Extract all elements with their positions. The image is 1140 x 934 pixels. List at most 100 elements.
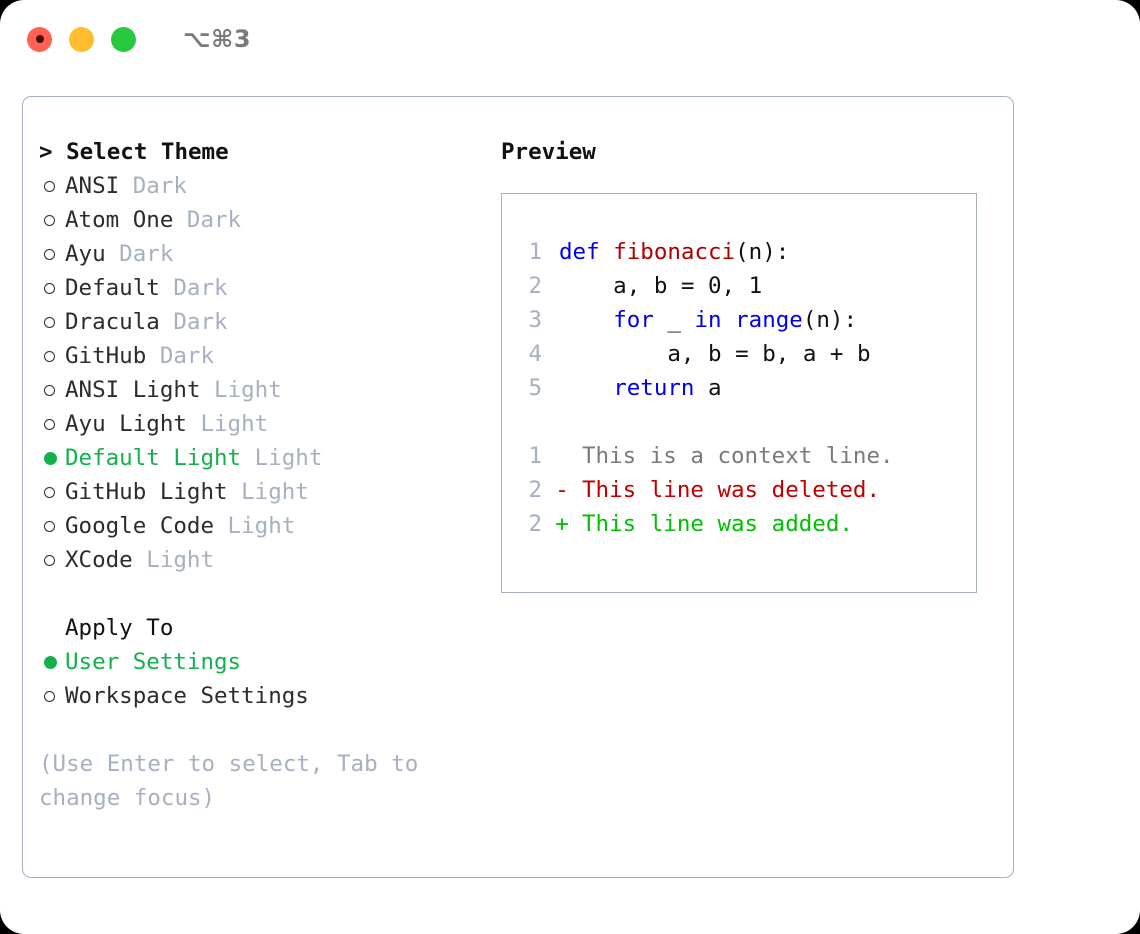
theme-item-label: GitHub xyxy=(65,343,147,369)
code-token: a, b = b, a + b xyxy=(559,341,871,367)
radio-dot xyxy=(44,316,55,328)
theme-item-label: XCode xyxy=(65,547,133,573)
theme-list-item[interactable]: Ayu Dark xyxy=(39,237,479,271)
theme-item-variant-tag: Light xyxy=(132,547,215,573)
theme-item-variant-tag: Light xyxy=(214,513,296,539)
apply-to-header-label: Apply To xyxy=(65,615,174,641)
apply-to-item[interactable]: User Settings xyxy=(39,645,479,679)
theme-list-item[interactable]: Ayu Light Light xyxy=(39,407,479,441)
theme-list-item[interactable]: Default Light Light xyxy=(39,441,479,475)
diff-marker xyxy=(542,443,582,469)
code-line-number: 2 xyxy=(528,273,542,299)
theme-item-label: Default xyxy=(65,275,160,301)
theme-list-item[interactable]: ANSI Dark xyxy=(39,169,479,203)
theme-item-label: Dracula xyxy=(65,309,160,335)
theme-item-label: Atom One xyxy=(65,207,174,233)
radio-unselected-icon[interactable] xyxy=(39,690,65,702)
code-token xyxy=(559,375,613,401)
radio-unselected-icon[interactable] xyxy=(39,248,65,260)
theme-item-variant-tag: Dark xyxy=(173,207,242,233)
code-token: def xyxy=(559,239,614,265)
radio-unselected-icon[interactable] xyxy=(39,520,65,532)
preview-label: Preview xyxy=(501,139,596,165)
theme-item-label: Default Light xyxy=(65,445,242,471)
code-line-text: a, b = 0, 1 xyxy=(542,273,762,299)
theme-list-item[interactable]: Dracula Dark xyxy=(39,305,479,339)
code-token: a xyxy=(694,375,722,401)
radio-unselected-icon[interactable] xyxy=(39,180,65,192)
radio-dot xyxy=(44,180,55,192)
code-token: a, b = 0, 1 xyxy=(559,273,763,299)
radio-dot xyxy=(44,384,55,396)
code-token: for xyxy=(613,307,654,333)
diff-line-number: 1 xyxy=(528,443,542,469)
radio-unselected-icon[interactable] xyxy=(39,282,65,294)
radio-dot xyxy=(44,248,55,260)
diff-marker: + xyxy=(555,511,569,537)
radio-dot xyxy=(44,350,55,362)
code-line-text: a, b = b, a + b xyxy=(542,341,871,367)
radio-selected-icon[interactable] xyxy=(39,655,65,669)
apply-to-item-label: User Settings xyxy=(65,649,242,675)
theme-item-label: Ayu xyxy=(65,241,106,267)
diff-line-ctx: 1 This is a context line. xyxy=(502,439,976,473)
radio-unselected-icon[interactable] xyxy=(39,350,65,362)
theme-item-label: Google Code xyxy=(65,513,215,539)
diff-line-text: This line was deleted. xyxy=(582,477,881,503)
theme-list-item[interactable]: XCode Light xyxy=(39,543,479,577)
theme-list-item[interactable]: Google Code Light xyxy=(39,509,479,543)
code-line-text: for _ in range(n): xyxy=(542,307,857,333)
code-line-number: 5 xyxy=(528,375,542,401)
radio-unselected-icon[interactable] xyxy=(39,554,65,566)
theme-list-item[interactable]: Default Dark xyxy=(39,271,479,305)
code-line: 2 a, b = 0, 1 xyxy=(502,269,976,303)
theme-item-variant-tag: Dark xyxy=(146,343,215,369)
radio-dot xyxy=(44,520,55,532)
radio-dot xyxy=(44,655,57,669)
code-line-number: 3 xyxy=(528,307,542,333)
radio-unselected-icon[interactable] xyxy=(39,418,65,430)
theme-item-variant-tag: Light xyxy=(227,479,309,505)
theme-list-item[interactable]: ANSI Light Light xyxy=(39,373,479,407)
theme-list-item[interactable]: Atom One Dark xyxy=(39,203,479,237)
section-spacer xyxy=(39,577,479,611)
maximize-window-button[interactable] xyxy=(111,26,136,52)
radio-dot xyxy=(44,690,55,702)
radio-unselected-icon[interactable] xyxy=(39,214,65,226)
theme-item-variant-tag: Light xyxy=(186,411,269,437)
theme-list-item[interactable]: GitHub Light Light xyxy=(39,475,479,509)
theme-list-item[interactable]: GitHub Dark xyxy=(39,339,479,373)
theme-item-label: Ayu Light xyxy=(65,411,187,437)
radio-unselected-icon[interactable] xyxy=(39,486,65,498)
window-controls xyxy=(27,26,136,52)
minimize-window-button[interactable] xyxy=(69,26,94,52)
code-token: in xyxy=(694,307,722,333)
diff-spacer xyxy=(502,405,976,439)
diff-line-number: 2 xyxy=(528,511,542,537)
radio-dot xyxy=(44,486,55,498)
apply-to-item-label: Workspace Settings xyxy=(65,683,309,709)
code-token xyxy=(722,307,736,333)
radio-unselected-icon[interactable] xyxy=(39,316,65,328)
code-token: (n): xyxy=(802,307,858,333)
code-token: return xyxy=(613,375,695,401)
code-line-text: def fibonacci(n): xyxy=(542,239,789,265)
apply-to-item[interactable]: Workspace Settings xyxy=(39,679,479,713)
theme-item-label: ANSI xyxy=(65,173,120,199)
radio-selected-icon[interactable] xyxy=(39,451,65,465)
diff-line-number: 2 xyxy=(528,477,542,503)
diff-marker: - xyxy=(555,477,569,503)
code-token: (n): xyxy=(735,239,790,265)
close-window-button[interactable] xyxy=(27,26,52,52)
code-token: _ xyxy=(653,307,695,333)
radio-dot xyxy=(44,554,55,566)
theme-item-variant-tag: Dark xyxy=(105,241,174,267)
radio-unselected-icon[interactable] xyxy=(39,384,65,396)
